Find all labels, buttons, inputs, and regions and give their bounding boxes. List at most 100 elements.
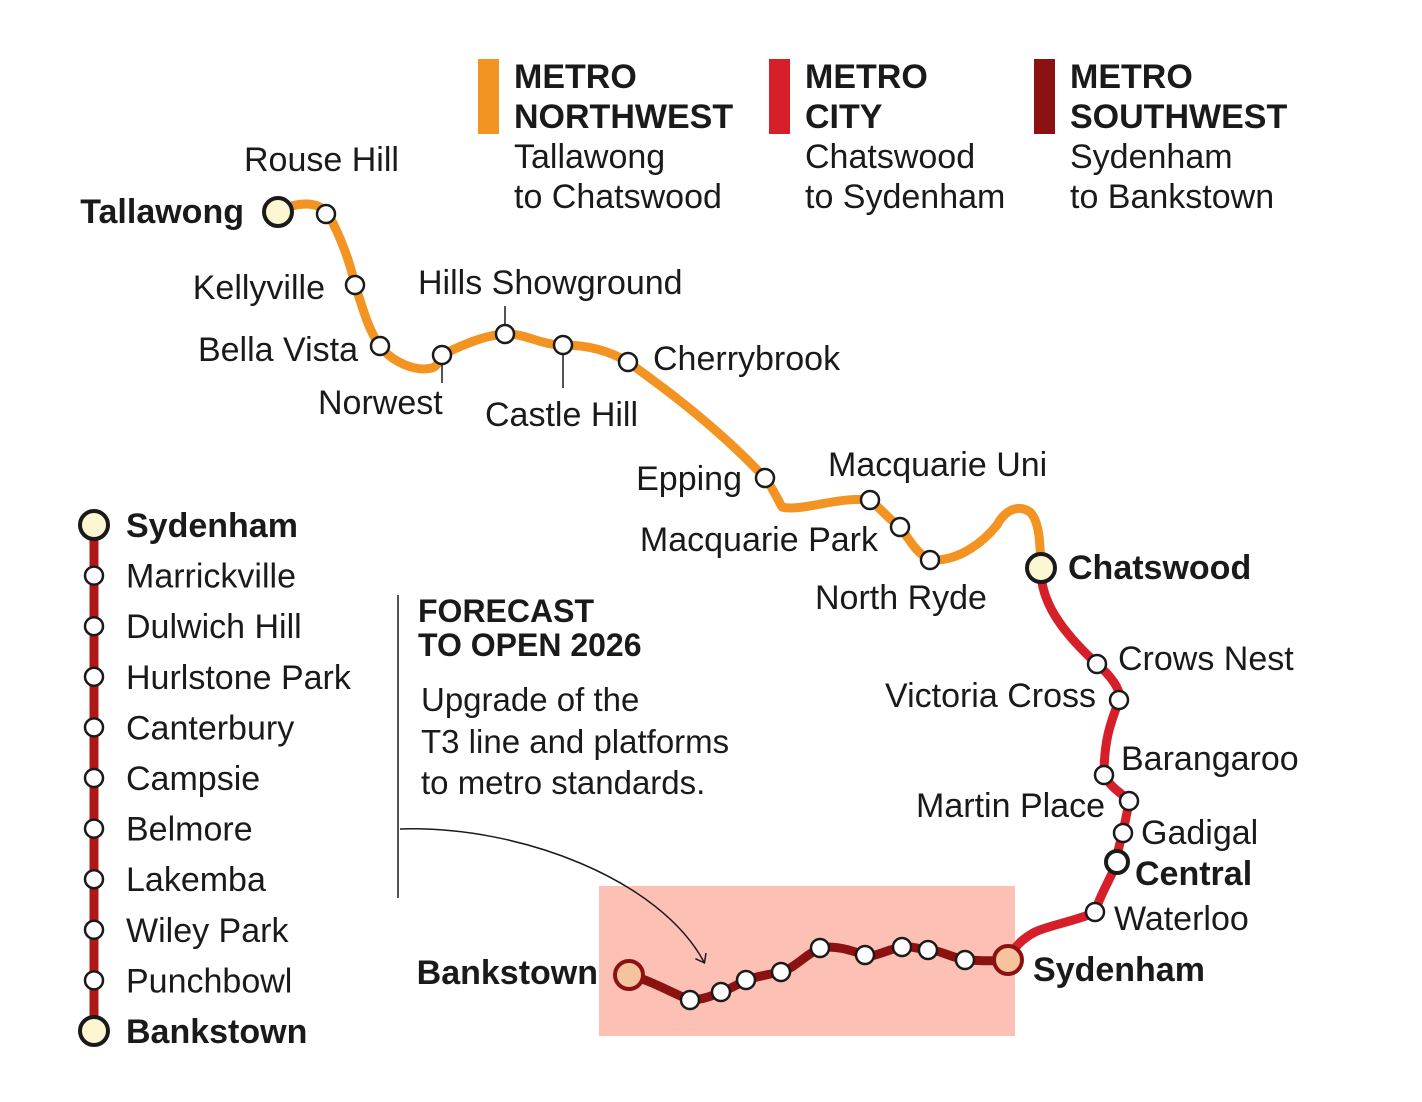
station-label-gadigal: Gadigal [1141, 814, 1258, 852]
station-label-waterloo: Waterloo [1114, 900, 1249, 938]
forecast-title-1: FORECAST [418, 593, 594, 629]
legend-sub-northwest-1: Tallawong [514, 138, 665, 176]
station-dot-sw-2 [917, 939, 939, 961]
legend-swatch-northwest [478, 59, 499, 134]
terminus-tallawong [262, 196, 294, 228]
forecast-body-3: to metro standards. [421, 764, 705, 801]
station-dot-macquarie-park [889, 516, 911, 538]
station-dot-crows-nest [1086, 653, 1108, 675]
sw-list-label-7: Lakemba [126, 861, 266, 899]
station-label-kellyville: Kellyville [193, 269, 325, 307]
station-dot-sw-6 [770, 961, 792, 983]
sw-list-dot-6 [83, 818, 105, 839]
legend-title-city-2: CITY [805, 98, 883, 136]
station-dot-castle-hill [552, 334, 574, 356]
sw-list-label-10: Bankstown [126, 1013, 307, 1051]
station-label-bankstown: Bankstown [417, 954, 598, 992]
legend-sub-southwest-2: to Bankstown [1070, 178, 1274, 216]
station-label-macquarie-park: Macquarie Park [640, 521, 879, 559]
sw-list-label-3: Hurlstone Park [126, 659, 352, 697]
terminus-chatswood [1025, 552, 1057, 584]
station-label-norwest: Norwest [318, 384, 443, 422]
sw-list-dot-10 [78, 1015, 110, 1047]
sw-list-label-5: Campsie [126, 760, 260, 798]
station-label-macquarie-uni: Macquarie Uni [828, 446, 1047, 484]
station-label-north-ryde: North Ryde [815, 579, 987, 617]
station-label-castle-hill: Castle Hill [485, 396, 638, 434]
legend-sub-city-1: Chatswood [805, 138, 975, 176]
station-label-rouse-hill: Rouse Hill [244, 141, 399, 179]
sw-list-label-8: Wiley Park [126, 912, 289, 950]
forecast-arrow [399, 828, 707, 964]
station-dot-hills-showground [494, 323, 516, 345]
station-label-hills-showground: Hills Showground [418, 264, 683, 302]
sw-list-dot-7 [83, 868, 105, 890]
station-label-bella-vista: Bella Vista [198, 331, 358, 369]
station-dot-bella-vista [369, 335, 391, 357]
station-label-tallawong: Tallawong [80, 193, 244, 231]
legend-title-northwest-1: METRO [514, 58, 637, 96]
legend-sub-northwest-2: to Chatswood [514, 178, 722, 216]
stops-southwest-map [679, 936, 976, 1011]
station-dot-sw-8 [710, 981, 732, 1003]
forecast-title-2: TO OPEN 2026 [418, 627, 642, 663]
station-dot-barangaroo [1093, 764, 1115, 786]
station-dot-gadigal [1112, 822, 1134, 844]
forecast-callout: FORECAST TO OPEN 2026 Upgrade of the T3 … [418, 593, 729, 801]
station-dot-sw-7 [735, 969, 757, 991]
labels-northwest: Tallawong Rouse Hill Kellyville Bella Vi… [80, 141, 1251, 617]
station-label-cherrybrook: Cherrybrook [653, 340, 841, 378]
station-dot-epping [754, 467, 776, 489]
station-dot-kellyville [344, 274, 366, 296]
sw-list-dot-3 [83, 666, 105, 688]
station-dot-sw-3 [891, 936, 913, 958]
sw-list-dot-2 [83, 615, 105, 637]
sw-list-dot-8 [83, 919, 105, 941]
terminus-bankstown [613, 959, 645, 991]
sw-list-dot-4 [83, 717, 105, 738]
legend-title-southwest-1: METRO [1070, 58, 1193, 96]
line-northwest [273, 199, 1046, 573]
station-label-sydenham: Sydenham [1033, 951, 1205, 989]
stops-city [1084, 653, 1140, 923]
station-dot-sw-4 [854, 944, 876, 966]
sw-list-label-2: Dulwich Hill [126, 608, 302, 646]
legend-swatch-city [769, 59, 790, 134]
legend-item-southwest: METRO SOUTHWEST Sydenham to Bankstown [1034, 58, 1287, 216]
sw-list-label-1: Marrickville [126, 558, 296, 596]
sw-list-label-6: Belmore [126, 811, 253, 849]
legend-sub-city-2: to Sydenham [805, 178, 1005, 216]
station-dot-central [1104, 849, 1130, 875]
station-dot-sw-5 [809, 937, 831, 959]
legend-item-city: METRO CITY Chatswood to Sydenham [769, 58, 1005, 216]
legend-swatch-southwest [1034, 59, 1055, 134]
station-dot-rouse-hill [315, 203, 337, 225]
sw-list-dot-0 [78, 509, 110, 541]
station-dot-waterloo [1084, 901, 1106, 923]
sw-list-label-4: Canterbury [126, 709, 294, 747]
legend-item-northwest: METRO NORTHWEST Tallawong to Chatswood [478, 58, 733, 216]
station-label-martin-place: Martin Place [916, 787, 1105, 825]
stops-northwest [315, 203, 941, 571]
station-label-central: Central [1135, 855, 1252, 893]
station-dot-macquarie-uni [859, 489, 881, 511]
legend-title-northwest-2: NORTHWEST [514, 98, 733, 136]
legend-title-southwest-2: SOUTHWEST [1070, 98, 1287, 136]
station-label-epping: Epping [636, 460, 742, 498]
sw-list-dot-1 [83, 565, 105, 586]
line-city [1003, 563, 1134, 965]
legend-sub-southwest-1: Sydenham [1070, 138, 1233, 176]
station-label-barangaroo: Barangaroo [1121, 740, 1299, 778]
terminus-sydenham [992, 944, 1024, 976]
sw-list-dot-5 [83, 767, 105, 789]
station-label-victoria-cross: Victoria Cross [885, 677, 1096, 715]
forecast-body-1: Upgrade of the [421, 681, 639, 718]
station-dot-norwest [431, 344, 453, 366]
station-dot-cherrybrook [617, 351, 639, 373]
station-label-chatswood: Chatswood [1068, 549, 1251, 587]
station-dot-sw-9 [679, 989, 701, 1011]
station-dot-north-ryde [919, 549, 941, 571]
sw-list-label-9: Punchbowl [126, 962, 292, 1000]
